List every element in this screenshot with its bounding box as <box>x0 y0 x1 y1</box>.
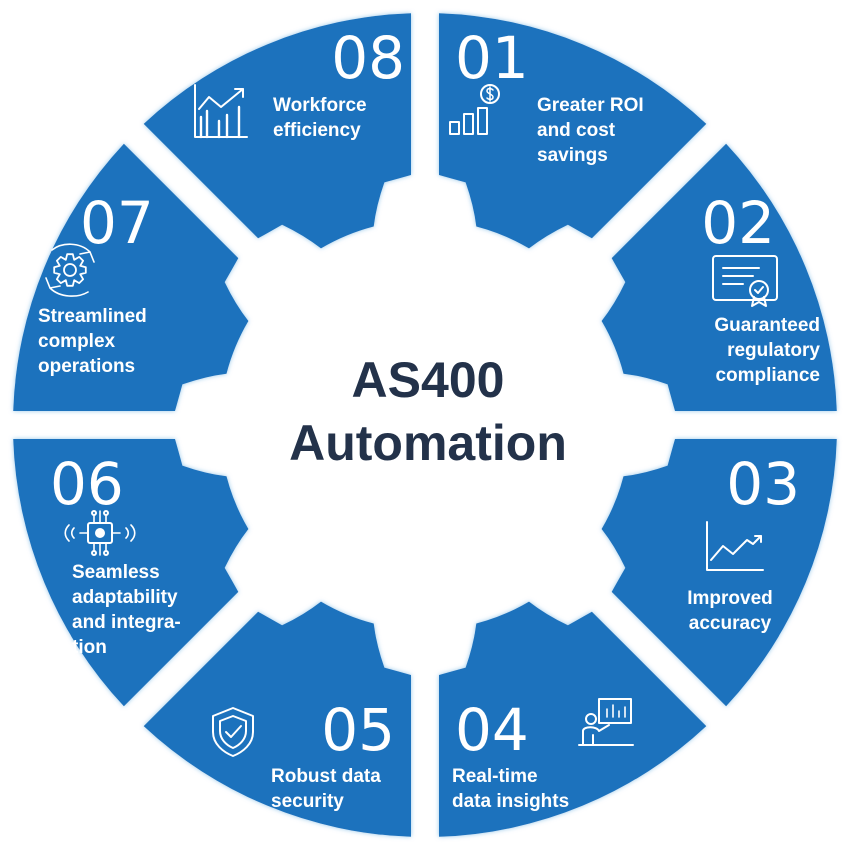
gear-cycle-icon <box>45 243 95 297</box>
segment-shape <box>439 13 707 249</box>
segment-shape <box>13 143 249 411</box>
segment-shape <box>439 601 707 837</box>
segment-label-line: tion <box>72 637 107 658</box>
segment-shape <box>13 439 249 707</box>
segment-label-line: Real-time <box>452 766 538 787</box>
segment-number: 05 <box>321 696 395 764</box>
segment-number: 04 <box>455 696 529 764</box>
segment-label-line: efficiency <box>273 120 361 141</box>
segment-label-line: Robust data <box>271 766 381 787</box>
presentation-icon <box>578 698 634 746</box>
segment-label-line: Streamlined <box>38 306 147 327</box>
segment-shape <box>143 13 411 249</box>
segment-label-line: operations <box>38 356 135 377</box>
segment-label-line: savings <box>537 145 608 166</box>
segment-label: Robust data security <box>271 766 381 812</box>
bar-chart-dollar-icon <box>449 84 500 135</box>
segment-label-line: compliance <box>715 365 820 386</box>
segment-label: Workforce efficiency <box>273 95 367 141</box>
segment-label-line: Seamless <box>72 562 160 583</box>
segment-label-line: and integra- <box>72 612 181 633</box>
trend-up-chart-icon <box>706 521 764 571</box>
segment-label-line: accuracy <box>689 613 772 634</box>
segment-label-line: complex <box>38 331 116 352</box>
segment-label: Seamless adaptability and integra-tion <box>72 562 181 658</box>
segment-label-line: adaptability <box>72 587 178 608</box>
segment-label-line: data insights <box>452 791 569 812</box>
segment-label-line: security <box>271 791 344 812</box>
segment-label-line: Workforce <box>273 95 367 116</box>
segment-label: Improved accuracy <box>687 588 773 634</box>
segment-number: 03 <box>726 450 800 518</box>
segment-number: 01 <box>455 24 529 92</box>
segment-label: Greater ROI and cost savings <box>537 95 644 166</box>
segment-label: Guaranteed regulatory compliance <box>714 315 820 386</box>
center-title-line-2: Automation <box>289 415 567 471</box>
shield-check-icon <box>212 707 254 757</box>
center-title: AS400 Automation <box>289 352 567 471</box>
segment-label-line: Guaranteed <box>714 315 820 336</box>
segment-label-line: and cost <box>537 120 616 141</box>
segment-label: Real-time data insights <box>452 766 569 812</box>
segment-number: 02 <box>701 189 775 257</box>
segment-shape <box>143 601 411 837</box>
segment-number: 07 <box>80 189 154 257</box>
segment-label-line: Greater ROI <box>537 95 644 116</box>
segment-label: Streamlined complex operations <box>38 306 147 377</box>
center-title-line-1: AS400 <box>352 352 505 408</box>
growth-bars-icon <box>194 84 248 139</box>
segment-number: 06 <box>50 450 124 518</box>
chip-network-icon <box>64 510 136 556</box>
segment-shape <box>601 439 837 707</box>
segment-number: 08 <box>331 24 405 92</box>
segment-shape <box>601 143 837 411</box>
segment-label-line: regulatory <box>727 340 820 361</box>
certificate-icon <box>712 255 778 307</box>
segment-label-line: Improved <box>687 588 773 609</box>
